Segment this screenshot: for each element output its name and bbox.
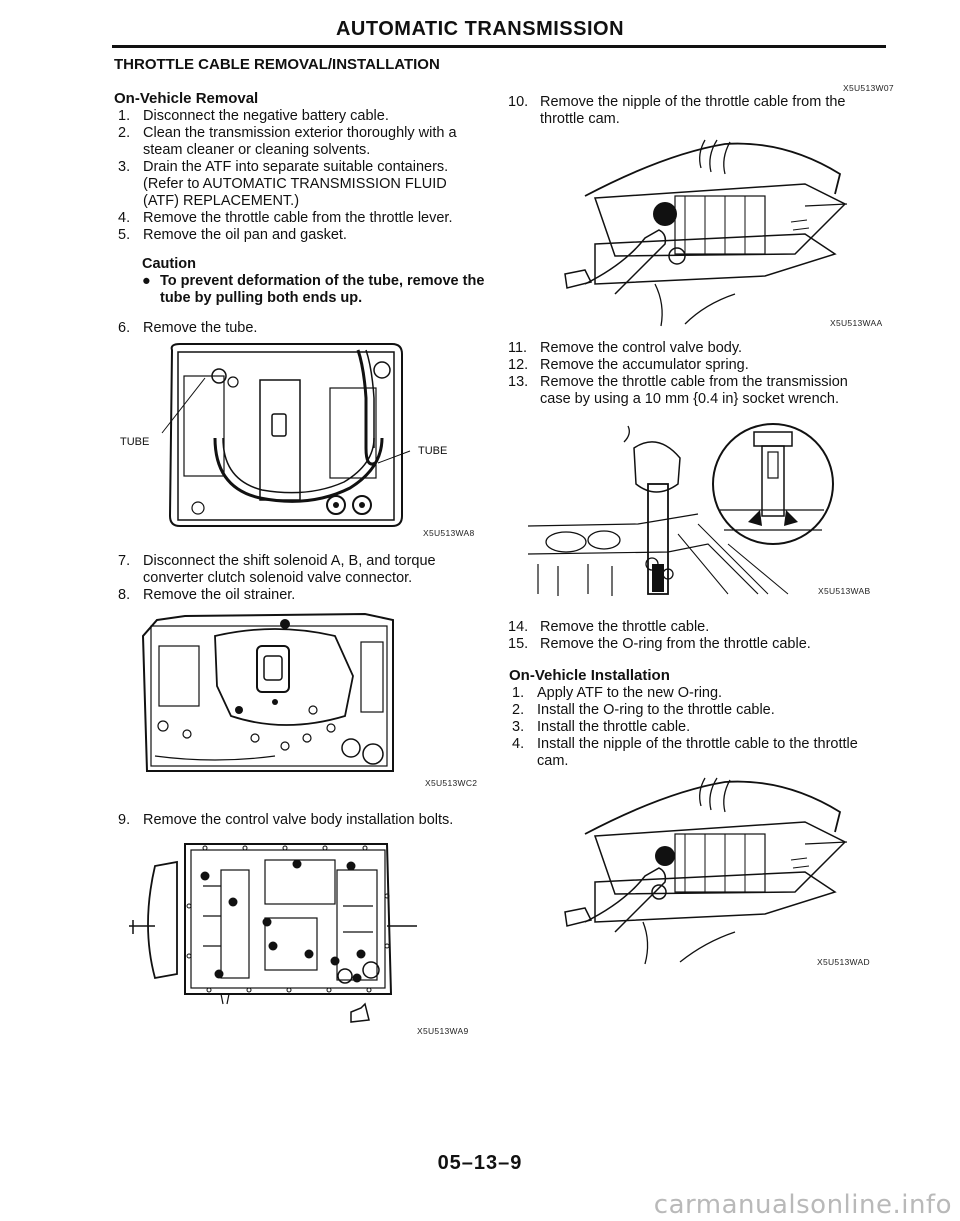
document-header: AUTOMATIC TRANSMISSION: [335, 18, 625, 40]
step-number: 6.: [118, 320, 131, 336]
bullet-icon: ●: [142, 273, 151, 289]
step-text: Disconnect the negative battery cable.: [143, 108, 389, 124]
step-text: Install the throttle cable.: [537, 719, 691, 735]
step-number: 12.: [508, 357, 529, 373]
step-text: Remove the accumulator spring.: [540, 357, 749, 373]
step-item: 4. Remove the throttle cable from the thr…: [118, 210, 478, 227]
figure-tube: TUBE TUBE X5U513WA8: [120, 338, 480, 543]
figure-code: X5U513WA9: [417, 1026, 469, 1036]
installation-steps: 1. Apply ATF to the new O-ring. 2. Install…: [512, 685, 874, 770]
figure-code-top: X5U513W07: [843, 83, 894, 93]
step-item: 11. Remove the control valve body.: [508, 340, 870, 357]
removal-step-6: 6. Remove the tube.: [118, 320, 478, 337]
step-item: 3. Install the throttle cable.: [512, 719, 874, 736]
step-item: 4. Install the nipple of the throttle cab…: [512, 736, 874, 770]
step-number: 11.: [508, 340, 528, 356]
page-number: 05–13–9: [437, 1152, 523, 1174]
step-number: 13.: [508, 374, 529, 390]
step-item: 13. Remove the throttle cable from the tr…: [508, 374, 870, 408]
step-text: Remove the O-ring from the throttle cabl…: [540, 636, 811, 652]
step-number: 1.: [118, 108, 131, 124]
step-item: 5. Remove the oil pan and gasket.: [118, 227, 478, 244]
step-item: 12. Remove the accumulator spring.: [508, 357, 870, 374]
throttle-cam-removal-illustration: [564, 139, 848, 327]
oil-strainer-illustration: [141, 612, 394, 772]
step-item: 7. Disconnect the shift solenoid A, B, an…: [118, 553, 478, 587]
step-text: Remove the control valve body installati…: [143, 812, 454, 828]
figure-code: X5U513WA8: [423, 528, 475, 538]
removal-steps-14-15: 14. Remove the throttle cable. 15. Remove …: [508, 619, 870, 653]
figure-code: X5U513WC2: [425, 778, 478, 788]
header-rule: [112, 45, 886, 48]
removal-heading: On-Vehicle Removal: [114, 90, 259, 107]
figure-control-valve-bolts: X5U513WA9: [125, 836, 475, 1036]
step-text: Remove the throttle cable from the trans…: [540, 374, 848, 407]
step-number: 4.: [512, 736, 525, 752]
figure-oil-strainer: X5U513WC2: [135, 606, 478, 788]
step-number: 10.: [508, 94, 529, 110]
step-number: 2.: [512, 702, 525, 718]
step-item: 10. Remove the nipple of the throttle cab…: [508, 94, 870, 128]
step-item: 8. Remove the oil strainer.: [118, 587, 478, 604]
step-text: Install the nipple of the throttle cable…: [537, 736, 858, 769]
step-number: 3.: [512, 719, 525, 735]
caution-title: Caution: [142, 256, 196, 272]
removal-steps-1-5: 1. Disconnect the negative battery cable.…: [118, 108, 478, 244]
step-number: 2.: [118, 125, 131, 141]
step-item: 15. Remove the O-ring from the throttle c…: [508, 636, 870, 653]
step-number: 7.: [118, 553, 131, 569]
step-number: 4.: [118, 210, 131, 226]
step-text: Remove the control valve body.: [540, 340, 743, 356]
step-item: 6. Remove the tube.: [118, 320, 478, 337]
step-text: Remove the throttle cable from the throt…: [143, 210, 453, 226]
step-item: 2. Clean the transmission exterior thorou…: [118, 125, 478, 159]
figure-socket-wrench: X5U513WAB: [528, 414, 878, 604]
step-number: 3.: [118, 159, 131, 175]
step-text: Apply ATF to the new O-ring.: [537, 685, 723, 701]
step-text: Install the O-ring to the throttle cable…: [537, 702, 775, 718]
section-title: THROTTLE CABLE REMOVAL/INSTALLATION: [114, 56, 440, 73]
step-item: 1. Apply ATF to the new O-ring.: [512, 685, 874, 702]
step-text: Clean the transmission exterior thorough…: [143, 125, 457, 158]
caution-body-text: To prevent deformation of the tube, remo…: [160, 273, 485, 306]
removal-step-10: 10. Remove the nipple of the throttle cab…: [508, 94, 870, 128]
figure-code: X5U513WAB: [818, 586, 871, 596]
step-number: 5.: [118, 227, 131, 243]
installation-heading: On-Vehicle Installation: [509, 667, 670, 684]
step-item: 2. Install the O-ring to the throttle cab…: [512, 702, 874, 719]
removal-step-9: 9. Remove the control valve body installa…: [118, 812, 478, 829]
figure-code: X5U513WAD: [817, 957, 870, 967]
step-number: 9.: [118, 812, 131, 828]
socket-wrench-illustration: [528, 423, 834, 596]
removal-steps-7-8: 7. Disconnect the shift solenoid A, B, an…: [118, 553, 478, 604]
removal-steps-11-13: 11. Remove the control valve body. 12. Rem…: [508, 340, 870, 408]
step-number: 15.: [508, 636, 529, 652]
figure-code: X5U513WAA: [830, 318, 883, 328]
figure-throttle-cam-removal: X5U513WAA: [555, 134, 885, 329]
tube-label-left: TUBE: [120, 436, 150, 448]
step-number: 14.: [508, 619, 529, 635]
figure-throttle-cam-installation: X5U513WAD: [555, 772, 885, 967]
step-item: 9. Remove the control valve body installa…: [118, 812, 478, 829]
step-item: 14. Remove the throttle cable.: [508, 619, 870, 636]
step-text: Remove the oil strainer.: [143, 587, 296, 603]
tube-label-right: TUBE: [418, 445, 448, 457]
step-text: Remove the oil pan and gasket.: [143, 227, 347, 243]
step-number: 8.: [118, 587, 131, 603]
step-text: Remove the throttle cable.: [540, 619, 710, 635]
throttle-cam-installation-illustration: [564, 777, 848, 965]
watermark: carmanualsonline.info: [653, 1190, 952, 1220]
step-text: Disconnect the shift solenoid A, B, and …: [143, 553, 436, 586]
control-valve-bolts-illustration: [129, 843, 417, 1023]
step-text: Drain the ATF into separate suitable con…: [143, 159, 449, 209]
tube-illustration: [161, 343, 411, 527]
step-item: 1. Disconnect the negative battery cable.: [118, 108, 478, 125]
step-text: Remove the nipple of the throttle cable …: [540, 94, 846, 127]
step-item: 3. Drain the ATF into separate suitable c…: [118, 159, 478, 210]
step-text: Remove the tube.: [143, 320, 258, 336]
caution-text: ● To prevent deformation of the tube, rem…: [142, 273, 500, 307]
step-number: 1.: [512, 685, 525, 701]
